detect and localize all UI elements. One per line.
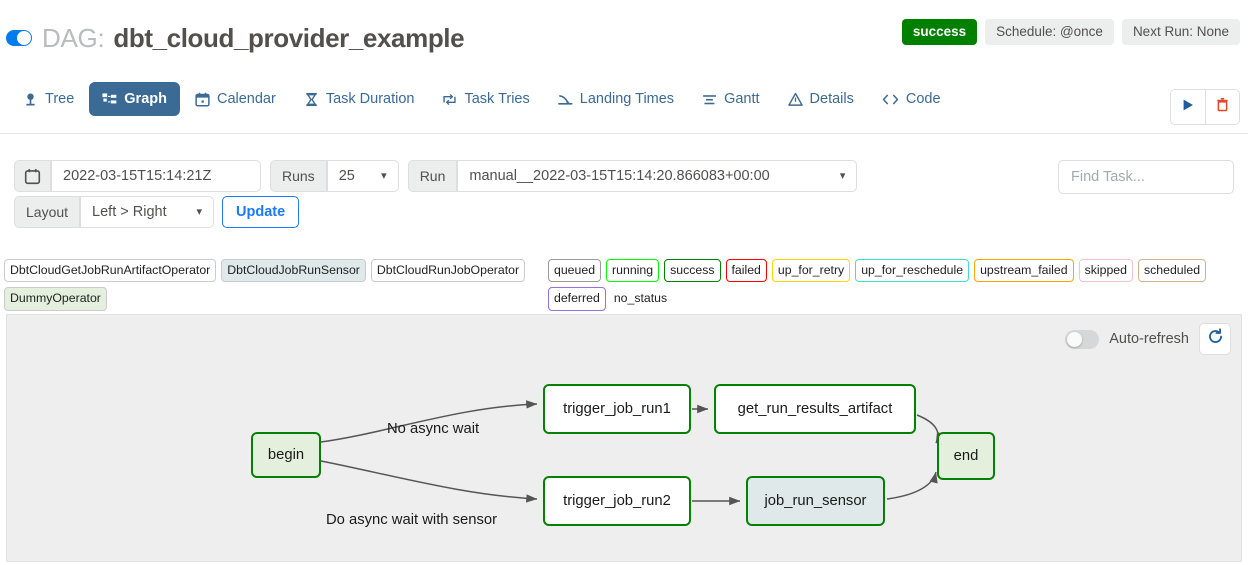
gantt-icon	[702, 92, 717, 107]
trigger-dag-button[interactable]	[1171, 90, 1205, 124]
state-legend-chip[interactable]: up_for_reschedule	[855, 259, 970, 283]
run-select[interactable]: manual__2022-03-15T15:14:20.866083+00:00…	[457, 160, 858, 192]
run-label: Run	[407, 160, 458, 192]
graph-edge-label: No async wait	[387, 421, 480, 437]
auto-refresh-label: Auto-refresh	[1109, 331, 1189, 347]
graph-canvas[interactable]: Auto-refresh	[6, 314, 1242, 562]
page-header: DAG: dbt_cloud_provider_example	[0, 14, 1248, 62]
refresh-icon	[1207, 328, 1224, 350]
state-legend-chip[interactable]: queued	[548, 259, 602, 283]
state-legend-chip[interactable]: upstream_failed	[974, 259, 1074, 283]
tab-task-duration[interactable]: Task Duration	[291, 82, 428, 116]
tab-label: Details	[809, 91, 854, 107]
execution-date-input[interactable]: 2022-03-15T15:14:21Z	[51, 160, 261, 192]
trash-icon	[1215, 97, 1230, 117]
landing-icon	[557, 92, 573, 107]
update-button[interactable]: Update	[222, 196, 300, 228]
state-legend-chip[interactable]: no_status	[613, 291, 668, 306]
execution-date-group: 2022-03-15T15:14:21Z	[14, 160, 261, 192]
runs-label: Runs	[270, 160, 327, 192]
state-legend-chip[interactable]: failed	[725, 259, 767, 283]
next-run-badge: Next Run: None	[1121, 19, 1240, 45]
operator-legend-chip[interactable]: DbtCloudRunJobOperator	[370, 259, 526, 283]
state-legend-chip[interactable]: running	[606, 259, 660, 283]
chevron-down-icon: ▾	[839, 169, 846, 182]
tree-icon	[23, 92, 38, 107]
tab-label: Calendar	[216, 91, 276, 107]
layout-select[interactable]: Left > Right ▾	[80, 196, 215, 228]
state-legend-chip[interactable]: scheduled	[1137, 259, 1207, 283]
code-icon	[882, 92, 899, 107]
tab-task-tries[interactable]: Task Tries	[429, 82, 542, 116]
layout-group: Layout Left > Right ▾	[14, 196, 215, 228]
refresh-button[interactable]	[1199, 323, 1231, 355]
calendar-icon	[14, 160, 51, 192]
graph-toolbar: Auto-refresh	[1065, 323, 1231, 355]
run-group: Run manual__2022-03-15T15:14:20.866083+0…	[407, 160, 858, 192]
state-legend-chip[interactable]: skipped	[1078, 259, 1133, 283]
play-icon	[1181, 98, 1195, 117]
chevron-down-icon: ▾	[196, 205, 203, 218]
graph-edge-label: Do async wait with sensor	[326, 512, 498, 528]
tab-calendar[interactable]: Calendar	[182, 82, 289, 116]
tab-label: Graph	[124, 91, 167, 107]
dag-action-buttons	[1170, 89, 1240, 125]
graph-node-trigger_job_run2[interactable]: trigger_job_run2	[543, 476, 691, 526]
tab-code[interactable]: Code	[869, 82, 954, 116]
graph-node-get_run_results_artifact[interactable]: get_run_results_artifact	[714, 384, 916, 434]
operator-legend-chip[interactable]: DbtCloudGetJobRunArtifactOperator	[4, 259, 217, 283]
retry-icon	[442, 92, 457, 107]
tab-label: Task Tries	[464, 91, 530, 107]
page-title: dbt_cloud_provider_example	[113, 22, 465, 53]
dag-pause-toggle[interactable]	[6, 30, 32, 46]
header-badges: success Schedule: @once Next Run: None	[901, 19, 1240, 45]
graph-node-trigger_job_run1[interactable]: trigger_job_run1	[543, 384, 691, 434]
state-legend-chip[interactable]: up_for_retry	[771, 259, 851, 283]
tab-tree[interactable]: Tree	[10, 82, 87, 116]
tab-label: Code	[905, 91, 941, 107]
tab-details[interactable]: Details	[775, 82, 867, 116]
operator-legend-chip[interactable]: DbtCloudJobRunSensor	[221, 259, 366, 283]
find-task-input[interactable]: Find Task...	[1058, 160, 1234, 194]
hourglass-icon	[304, 92, 319, 107]
tab-label: Landing Times	[579, 91, 675, 107]
schedule-badge: Schedule: @once	[985, 19, 1114, 45]
auto-refresh-toggle[interactable]	[1065, 329, 1100, 349]
run-value: manual__2022-03-15T15:14:20.866083+00:00	[469, 168, 770, 184]
operator-legend-chip[interactable]: DummyOperator	[4, 287, 107, 311]
delete-dag-button[interactable]	[1205, 90, 1239, 124]
warning-triangle-icon	[787, 92, 803, 107]
state-legend-chip[interactable]: deferred	[548, 287, 606, 311]
calendar-icon	[195, 92, 210, 107]
state-legend-chip[interactable]: success	[664, 259, 721, 283]
layout-label: Layout	[14, 196, 81, 228]
tab-label: Task Duration	[325, 91, 415, 107]
layout-value: Left > Right	[92, 204, 167, 220]
status-badge: success	[901, 19, 978, 45]
tab-graph[interactable]: Graph	[89, 82, 180, 116]
tab-label: Tree	[45, 91, 75, 107]
graph-edges	[320, 400, 945, 506]
runs-value: 25	[338, 168, 355, 184]
tab-label: Gantt	[724, 91, 760, 107]
filter-bar: 2022-03-15T15:14:21Z Runs 25 ▾ Run manua…	[14, 152, 1234, 230]
graph-icon	[102, 92, 117, 107]
graph-node-end[interactable]: end	[937, 432, 995, 480]
graph-node-job_run_sensor[interactable]: job_run_sensor	[746, 476, 885, 526]
dag-prefix-label: DAG:	[42, 22, 105, 53]
runs-select[interactable]: 25 ▾	[326, 160, 399, 192]
runs-group: Runs 25 ▾	[270, 160, 399, 192]
tab-landing-times[interactable]: Landing Times	[545, 82, 687, 116]
view-tabbar: Tree Graph Calendar Task Duration	[0, 82, 1248, 134]
tab-gantt[interactable]: Gantt	[689, 82, 772, 116]
chevron-down-icon: ▾	[381, 169, 387, 182]
graph-node-begin[interactable]: begin	[251, 432, 321, 478]
